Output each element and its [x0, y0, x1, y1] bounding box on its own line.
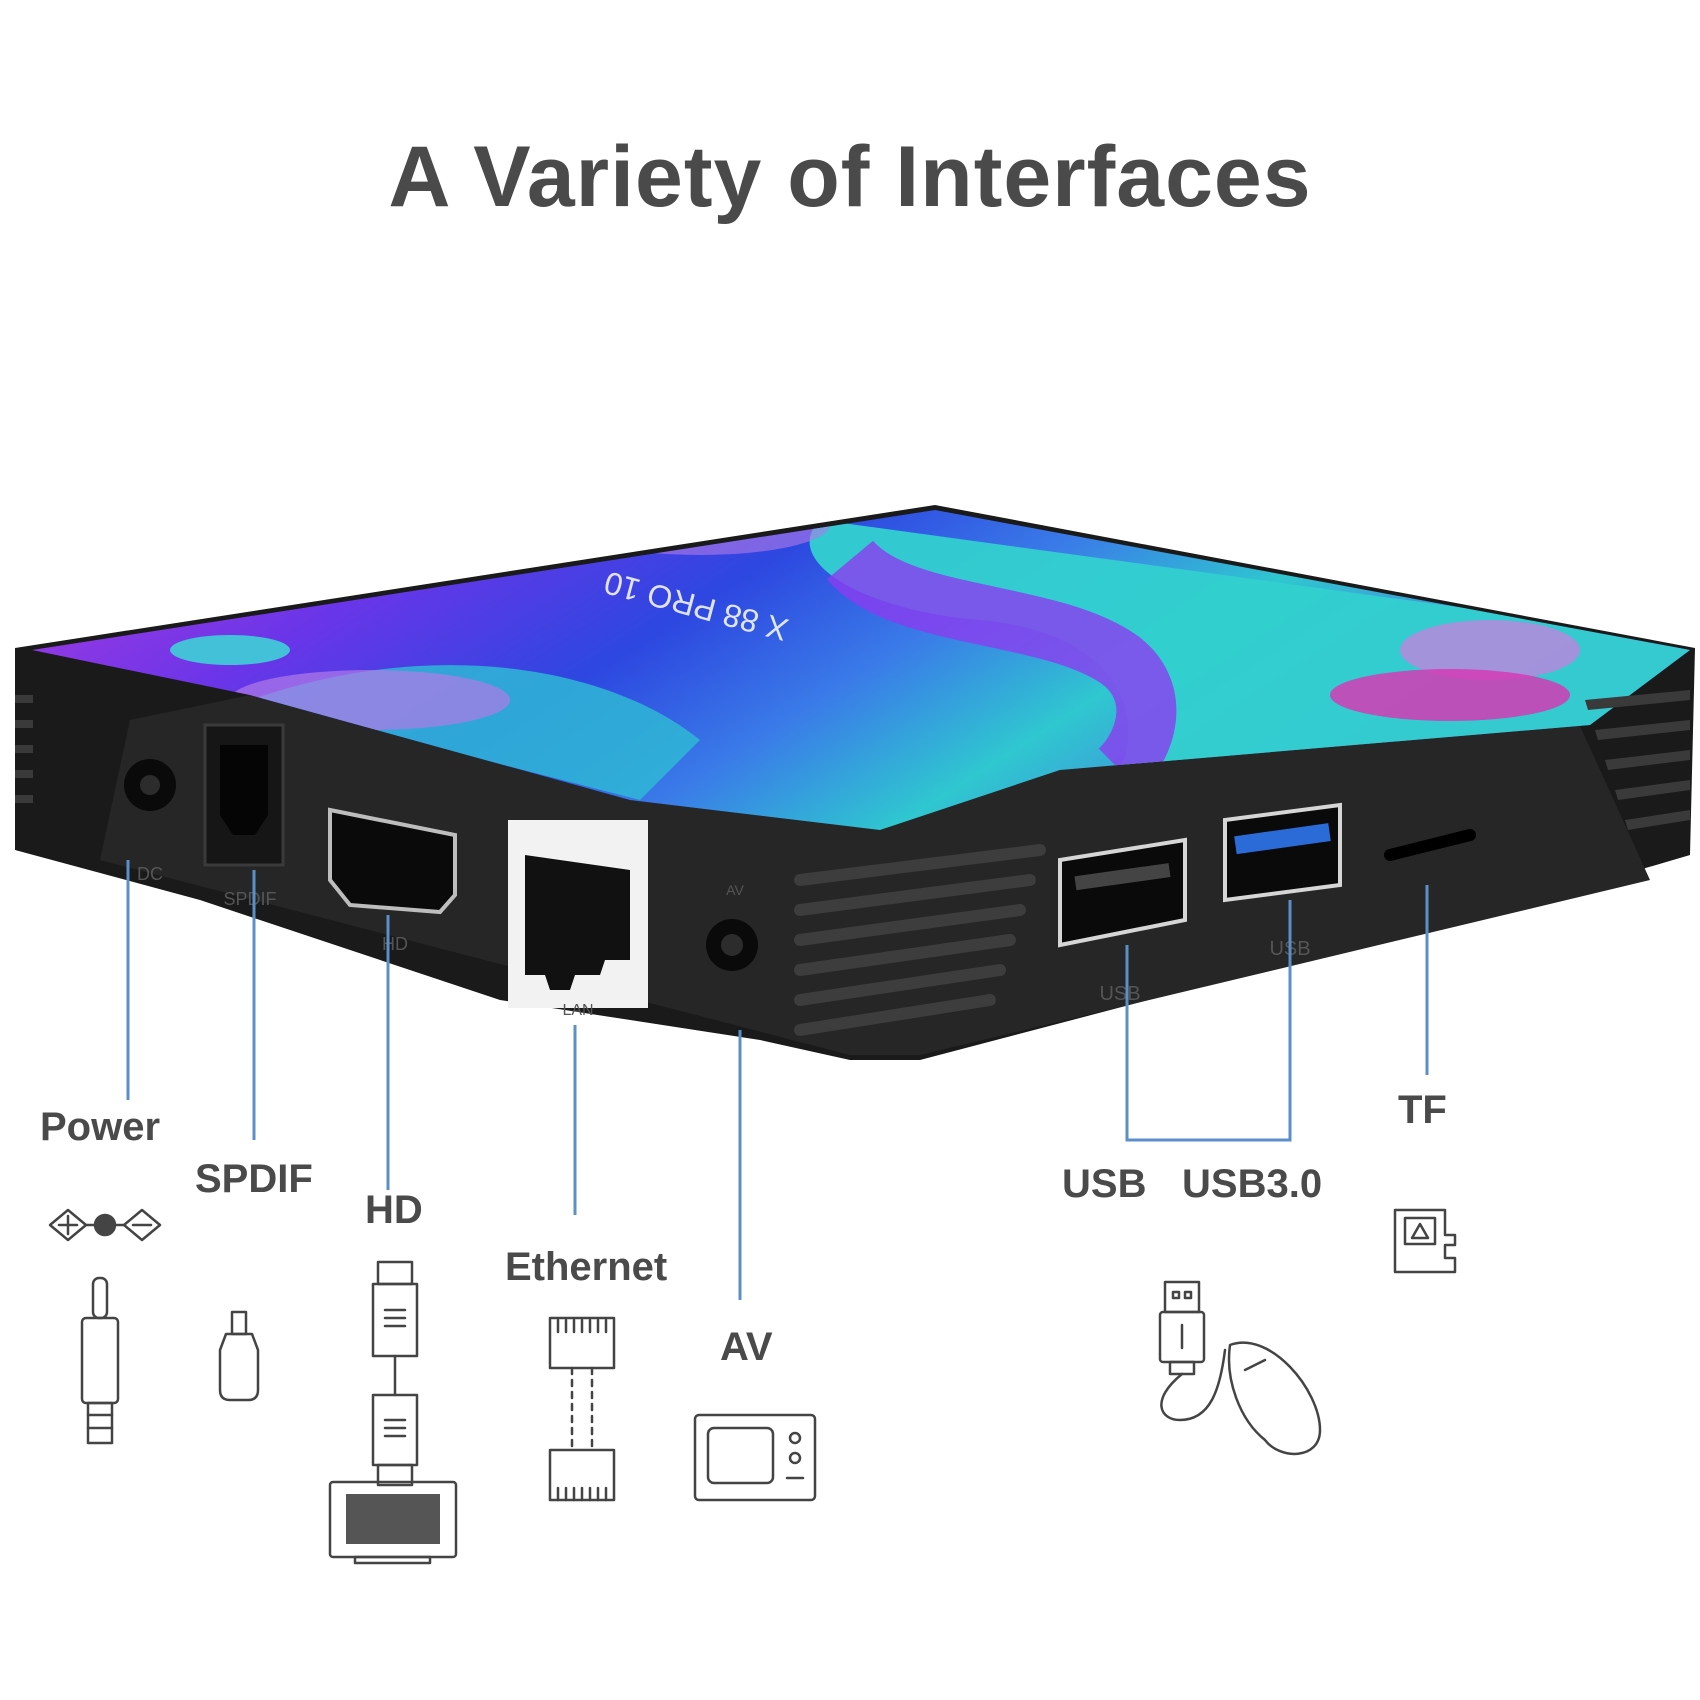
- label-ethernet: Ethernet: [505, 1245, 668, 1289]
- dc-power-plug-icon: [48, 1208, 162, 1445]
- hd-port-label: HD: [382, 934, 408, 954]
- leader-lines: [126, 860, 1429, 1300]
- label-av: AV: [720, 1325, 773, 1369]
- page-title: A Variety of Interfaces: [388, 129, 1312, 225]
- tv-box-device: X 88 PRO 10 DC: [15, 505, 1695, 1060]
- right-vents: [1585, 690, 1690, 830]
- av-port-label: AV: [726, 882, 744, 898]
- label-usb3: USB3.0: [1182, 1162, 1323, 1206]
- label-power: Power: [40, 1105, 161, 1149]
- hd-port: [328, 807, 457, 915]
- usb-port-label: USB: [1099, 983, 1140, 1005]
- tv-icon: [693, 1413, 817, 1502]
- front-vents: [794, 844, 1046, 1036]
- label-tf: TF: [1398, 1088, 1447, 1132]
- usb-mouse-icon: [1158, 1280, 1322, 1456]
- ethernet-cable-icon: [548, 1316, 616, 1502]
- label-usb: USB: [1062, 1162, 1147, 1206]
- label-hd: HD: [365, 1188, 423, 1232]
- label-spdif: SPDIF: [195, 1157, 313, 1201]
- sd-card-icon: [1393, 1208, 1457, 1274]
- hdmi-cable-to-display-icon: [328, 1260, 458, 1565]
- lan-port-label: LAN: [562, 1002, 593, 1019]
- dc-port-label: DC: [137, 864, 163, 884]
- tf-slot: [1384, 829, 1476, 861]
- optical-plug-icon: [218, 1310, 260, 1402]
- spdif-port-label: SPDIF: [223, 889, 276, 909]
- left-vents: [15, 695, 33, 803]
